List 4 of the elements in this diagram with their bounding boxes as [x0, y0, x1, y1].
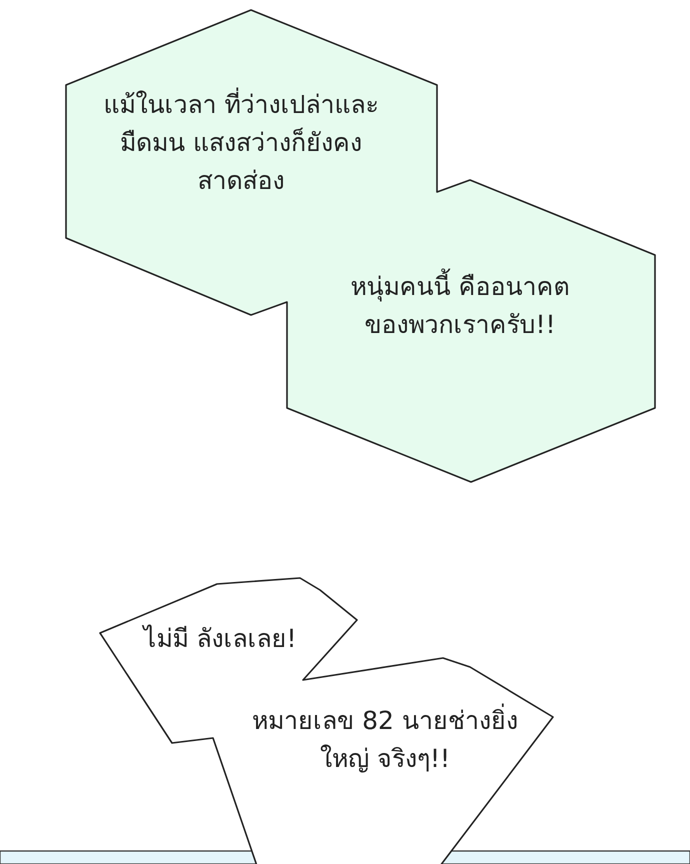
speech-text: ไม่มี ลังเลเลย! [140, 620, 300, 658]
speech-text: หนุ่มคนนี้ คืออนาคต ของพวกเราครับ!! [330, 268, 590, 344]
speech-text: แม้ในเวลา ที่ว่างเปล่าและมืดมน แสงสว่างก็ยังคง สาดส่อง [96, 86, 386, 200]
speech-text: หมายเลข 82 นายช่างยิ่งใหญ่ จริงๆ!! [250, 702, 520, 778]
